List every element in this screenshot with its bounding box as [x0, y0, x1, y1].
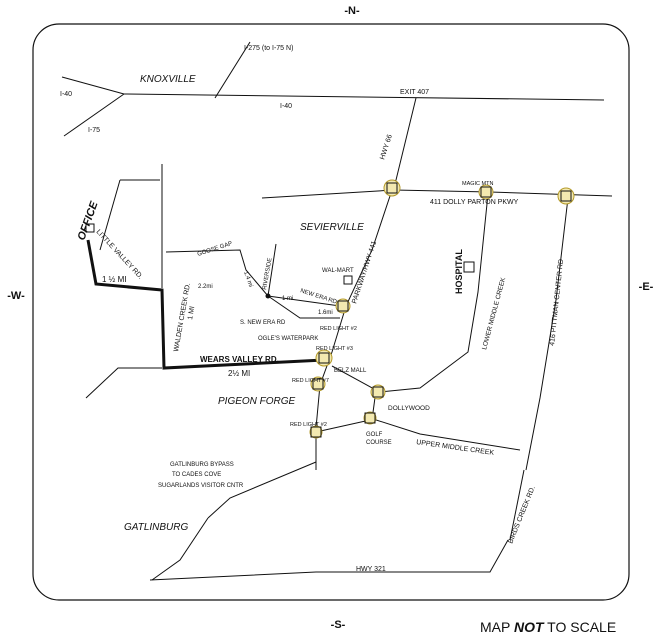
- label-red-light-2a: RED LIGHT #2: [320, 326, 357, 332]
- traffic-light-icon: [310, 376, 326, 392]
- scale-note-emphasis: NOT: [514, 619, 545, 635]
- road-i40-west: [61, 76, 125, 95]
- road-wears-valley-west: [85, 367, 162, 399]
- road-i75: [63, 93, 125, 137]
- walmart-marker: [343, 275, 353, 285]
- label-dollywood: DOLLYWOOD: [388, 405, 430, 412]
- road-dolly-parton: [261, 189, 613, 199]
- traffic-light-icon: [335, 298, 351, 314]
- traffic-light-icon: [315, 349, 333, 367]
- traffic-light-icon: [363, 411, 377, 425]
- road-hwy321: [149, 539, 509, 581]
- label-dolly-parton: 411 DOLLY PARTON PKWY: [430, 199, 519, 206]
- label-exit407: EXIT 407: [400, 89, 429, 96]
- label-golf-1: GOLF: [366, 432, 383, 438]
- road-goose-gap: [165, 249, 269, 297]
- distance-riverside: 1.4 mi: [242, 271, 253, 288]
- label-hospital: HOSPITAL: [454, 249, 464, 294]
- distance-wears-valley: 2½ MI: [228, 369, 250, 378]
- scale-note: MAP NOT TO SCALE: [480, 619, 616, 635]
- label-i40-west: I-40: [60, 91, 72, 98]
- traffic-lights: [309, 179, 575, 439]
- road-i40: [123, 93, 605, 101]
- road-new-era: [267, 295, 341, 307]
- label-golf-2: COURSE: [366, 440, 392, 446]
- label-hwy66: HWY 66: [379, 134, 394, 161]
- label-goose-gap: GOOSE GAP: [197, 241, 233, 258]
- road-little-valley-west: [99, 179, 121, 251]
- map-frame: [32, 23, 630, 601]
- label-belz: BELZ MALL: [334, 368, 367, 374]
- road-gatlinburg-south: [151, 517, 209, 581]
- label-parkway: PARKWAY/HWY 441: [351, 240, 378, 305]
- road-i275: [214, 41, 251, 99]
- traffic-light-icon: [370, 384, 386, 400]
- road-riverside: [267, 243, 277, 297]
- traffic-light-icon: [309, 425, 323, 439]
- label-pigeon-forge: PIGEON FORGE: [218, 396, 296, 407]
- distance-new-era-2: 1.6mi: [318, 310, 333, 316]
- road-lower-middle-creek: [379, 193, 489, 393]
- road-s-new-era: [267, 295, 340, 319]
- compass-west: -W-: [7, 290, 25, 302]
- office-marker: [85, 223, 95, 233]
- hospital-marker: [463, 261, 475, 273]
- distance-little-valley: 1 ½ MI: [102, 275, 126, 284]
- label-sevierville: SEVIERVILLE: [300, 222, 364, 233]
- label-upper-middle-creek: UPPER MIDDLE CREEK: [416, 439, 495, 457]
- compass-south: -S-: [331, 619, 346, 631]
- label-little-valley: LITTLE VALLEY RD.: [95, 229, 144, 281]
- label-bypass-1: GATLINBURG BYPASS: [170, 462, 234, 468]
- label-magic-mtn: MAGIC MTN: [462, 181, 493, 187]
- distance-goose-gap: 2.2mi: [198, 284, 213, 290]
- compass-east: -E-: [639, 281, 654, 293]
- route-highlight: [86, 239, 325, 370]
- label-gatlinburg: GATLINBURG: [124, 522, 188, 533]
- road-network: [61, 41, 613, 581]
- distance-walden-creek: 1 MI: [187, 306, 196, 321]
- label-red-light-7: RED LIGHT #7: [292, 378, 329, 384]
- road-pittman: [525, 197, 569, 471]
- label-ogles: OGLE'S WATERPARK: [258, 336, 318, 342]
- road-hwy66: [389, 97, 417, 189]
- label-pittman: 416 PITTMAN CENTER RD: [549, 259, 565, 346]
- traffic-light-icon: [557, 187, 575, 205]
- label-red-light-2b: RED LIGHT #2: [290, 422, 327, 428]
- label-i275: I-275 (to I-75 N): [244, 45, 293, 52]
- compass-north: -N-: [344, 5, 360, 17]
- label-bypass-2: TO CADES COVE: [172, 472, 221, 478]
- scale-note-prefix: MAP: [480, 619, 514, 635]
- label-s-new-era: S. NEW ERA RD: [240, 320, 286, 326]
- distance-new-era-1: 1 mi: [282, 296, 293, 302]
- label-riverside: RIVERSIDE: [262, 257, 274, 290]
- road-birds-creek: [509, 469, 525, 541]
- junction-marker: [265, 293, 271, 299]
- label-wears-valley: WEARS VALLEY RD.: [200, 355, 279, 364]
- label-i40: I-40: [280, 103, 292, 110]
- road-golf: [315, 419, 371, 433]
- label-red-light-3: RED LIGHT #3: [316, 346, 353, 352]
- traffic-light-icon: [478, 184, 494, 200]
- label-i75: I-75: [88, 127, 100, 134]
- label-hwy321: HWY 321: [356, 566, 386, 573]
- traffic-light-icon: [383, 179, 401, 197]
- road-upper-middle-creek: [369, 417, 521, 451]
- label-lower-middle-creek: LOWER MIDDLE CREEK: [481, 276, 507, 350]
- label-knoxville: KNOXVILLE: [140, 74, 196, 85]
- label-sugarlands: SUGARLANDS VISITOR CNTR: [158, 483, 244, 489]
- label-walmart: WAL-MART: [322, 268, 354, 274]
- label-birds-creek: BIRDS CREEK RD.: [507, 485, 537, 545]
- road-gatlinburg-bypass: [207, 461, 317, 519]
- scale-note-suffix: TO SCALE: [544, 619, 617, 635]
